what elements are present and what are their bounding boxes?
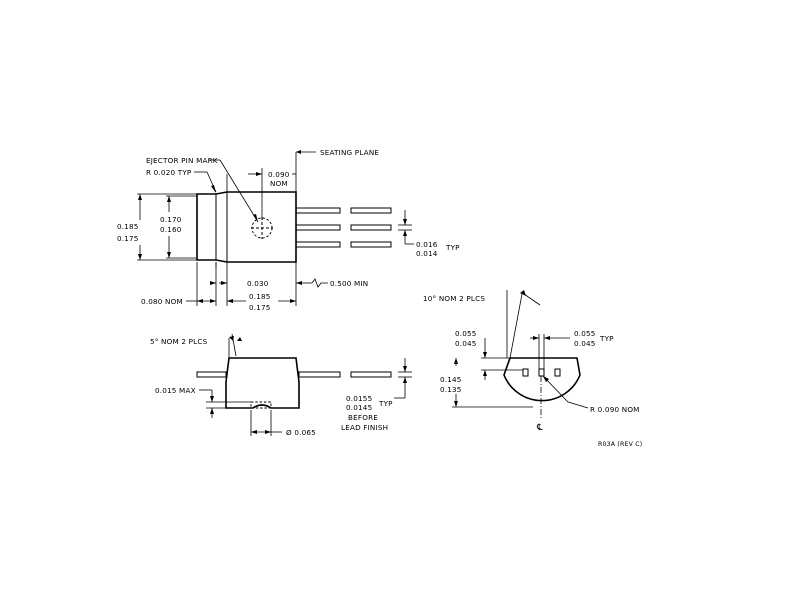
lead-finish-label: LEAD FINISH: [341, 423, 388, 432]
ejector-pin-mark: [251, 217, 273, 239]
dim-0500-min-label: 0.500 MIN: [330, 279, 368, 288]
centerline-symbol: ℄: [536, 423, 543, 433]
end-typ-label: TYP: [599, 334, 614, 343]
dim-0185-label: 0.185: [117, 222, 139, 231]
dim-typ-label: TYP: [445, 243, 460, 252]
dim-0030-label: 0.030: [247, 279, 269, 288]
side-typ-label: TYP: [378, 399, 393, 408]
end-view-body-outline: [503, 357, 581, 402]
dim-0145-label: 0.145: [440, 375, 462, 384]
top-view: EJECTOR PIN MARK R 0.020 TYP SEATING PLA…: [117, 148, 460, 312]
top-view-leads: [295, 207, 392, 248]
dim-0185b-label: 0.185: [249, 292, 271, 301]
radius-nom-label: R 0.090 NOM: [590, 405, 640, 414]
revision-label: R03A (REV C): [598, 441, 642, 448]
radius-typ-label: R 0.020 TYP: [146, 168, 192, 177]
dim-0175b-label: 0.175: [249, 303, 271, 312]
dim-0045b-label: 0.045: [574, 339, 596, 348]
dim-diameter-label: Ø 0.065: [286, 428, 316, 437]
dim-00155-label: 0.0155: [346, 394, 372, 403]
dim-0175-label: 0.175: [117, 234, 139, 243]
dim-0080-nom-label: 0.080 NOM: [141, 297, 183, 306]
dim-00145-label: 0.0145: [346, 403, 372, 412]
before-label: BEFORE: [348, 413, 378, 422]
side-draft-angle-label: 5° NOM 2 PLCS: [150, 337, 208, 346]
dim-0170-label: 0.170: [160, 215, 182, 224]
dim-0135-label: 0.135: [440, 385, 462, 394]
side-view-body-outline: [225, 357, 300, 409]
dim-nom-label: NOM: [270, 179, 288, 188]
dim-0055b-label: 0.055: [574, 329, 596, 338]
dim-0016-label: 0.016: [416, 240, 438, 249]
end-view: 10° NOM 2 PLCS 0.055 0.045 0.055 0.045 T…: [423, 290, 640, 433]
side-view: 5° NOM 2 PLCS 0.015 MAX Ø 0.065 0.0155 0…: [150, 333, 412, 437]
seating-plane-label: SEATING PLANE: [320, 148, 379, 157]
dim-0045-label: 0.045: [455, 339, 477, 348]
dim-0160-label: 0.160: [160, 225, 182, 234]
dim-0055-label: 0.055: [455, 329, 477, 338]
dim-0015-max-label: 0.015 MAX: [155, 386, 196, 395]
ejector-pin-mark-label: EJECTOR PIN MARK: [146, 156, 218, 165]
end-draft-angle-label: 10° NOM 2 PLCS: [423, 294, 485, 303]
dim-0014-label: 0.014: [416, 249, 438, 258]
dim-0090-label: 0.090: [268, 170, 290, 179]
